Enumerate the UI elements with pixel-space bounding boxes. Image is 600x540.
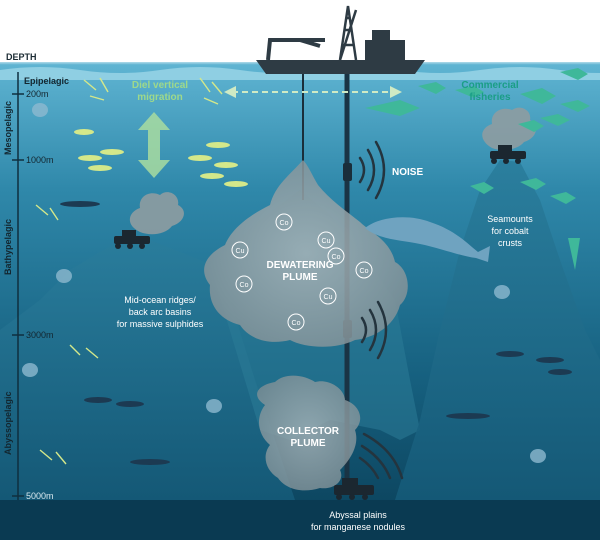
metal-marker-label: Co — [360, 268, 369, 275]
metal-marker-label: Cu — [324, 294, 333, 301]
diel-migration-label-1: Diel vertical — [132, 80, 188, 91]
depth-3000m: 3000m — [26, 330, 54, 340]
metal-marker-circle — [275, 213, 293, 231]
dewatering-plume — [204, 160, 408, 347]
ship-crane — [266, 38, 325, 61]
collector-label-1: COLLECTOR — [277, 426, 340, 437]
vertical-migration-arrow — [138, 112, 170, 178]
dewatering-label-2: PLUME — [283, 272, 318, 283]
ridges-label-3: for massive sulphides — [117, 319, 204, 329]
metal-marker-circle — [317, 231, 335, 249]
ridge-mining-vehicle — [114, 230, 150, 249]
plankton-cluster-deep — [35, 204, 99, 465]
noise-waves-seafloor — [358, 432, 404, 480]
whale — [365, 217, 490, 262]
noise-waves-lower — [360, 300, 388, 360]
pump-module-1 — [343, 163, 352, 181]
seamounts-label-1: Seamounts — [487, 214, 533, 224]
arrow-head-right — [390, 86, 402, 98]
seamount-mining-vehicle — [490, 145, 526, 164]
metal-marker-circle — [327, 247, 345, 265]
seafloor — [0, 500, 600, 540]
metal-marker-circle — [235, 275, 253, 293]
depth-axis-title: DEPTH — [6, 52, 37, 62]
seamount-vent-plume — [482, 107, 536, 150]
metal-marker-circle — [231, 241, 249, 259]
metal-markers — [231, 213, 373, 331]
abyssal-label-2: for manganese nodules — [311, 522, 406, 532]
metal-marker-label: Co — [280, 220, 289, 227]
metal-marker-label: Co — [240, 282, 249, 289]
metal-marker-label: Co — [292, 320, 301, 327]
ship-bridge — [372, 30, 390, 42]
ridges-label-2: back arc basins — [129, 307, 192, 317]
drill-derrick — [338, 5, 358, 61]
zone-mesopelagic: Mesopelagic — [3, 101, 13, 155]
metal-marker-label: Cu — [236, 248, 245, 255]
fisheries-label-2: fisheries — [469, 92, 511, 103]
dewatering-label-1: DEWATERING — [266, 260, 333, 271]
metal-marker-labels: Co Cu Cu Co Co Co Cu Co — [236, 220, 369, 327]
zone-epipelagic: Epipelagic — [24, 76, 69, 86]
metal-marker-circle — [355, 261, 373, 279]
deep-sea-fish — [60, 201, 572, 465]
plankton-cluster-surface — [83, 77, 223, 105]
ship-cabin — [365, 40, 405, 62]
collector-plume — [257, 375, 361, 491]
migrating-fish-school — [74, 129, 248, 187]
depth-1000m: 1000m — [26, 155, 54, 165]
mining-ship — [256, 5, 425, 74]
seamounts-label-2: for cobalt — [491, 226, 529, 236]
depth-5000m: 5000m — [26, 491, 54, 501]
commercial-fish-school — [365, 68, 590, 270]
abyssal-label-1: Abyssal plains — [329, 510, 387, 520]
ridge-vent-plume — [129, 192, 184, 235]
ridges-label-1: Mid-ocean ridges/ — [124, 295, 196, 305]
diel-migration-label-2: migration — [137, 92, 183, 103]
noise-waves-upper — [358, 140, 386, 200]
sky-band — [0, 0, 600, 62]
metal-marker-label: Co — [332, 254, 341, 261]
depth-200m: 200m — [26, 89, 49, 99]
metal-marker-circle — [287, 313, 305, 331]
noise-label: NOISE — [392, 167, 423, 178]
zone-abyssopelagic: Abyssopelagic — [3, 391, 13, 455]
jellyfish-group — [22, 103, 546, 463]
ship-hull — [256, 60, 425, 74]
metal-marker-circle — [319, 287, 337, 305]
abyssal-collector-vehicle — [334, 478, 374, 500]
fisheries-label-1: Commercial — [461, 80, 518, 91]
zone-bathypelagic: Bathypelagic — [3, 219, 13, 275]
metal-marker-label: Cu — [322, 238, 331, 245]
arrow-head-left — [224, 86, 236, 98]
collector-label-2: PLUME — [291, 438, 326, 449]
seamount — [395, 160, 600, 500]
seamounts-label-3: crusts — [498, 238, 523, 248]
